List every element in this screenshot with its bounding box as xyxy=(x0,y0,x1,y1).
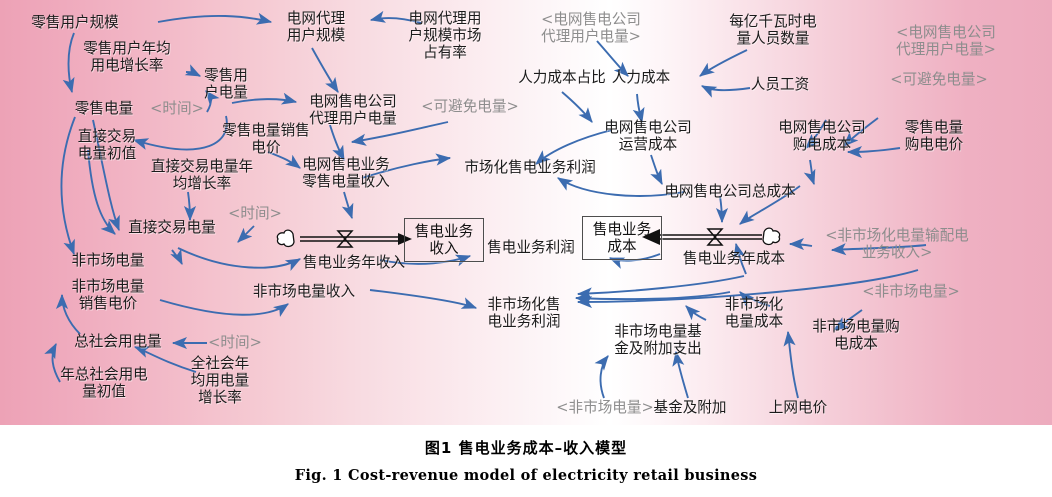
shadow-var-avoidable-electricity-1[interactable]: <可避免电量> xyxy=(421,98,519,115)
var-grid-feed-in-price[interactable]: 上网电价 xyxy=(768,399,828,416)
var-retail-sale-price[interactable]: 零售电量销售 电价 xyxy=(222,122,310,156)
var-retail-user-electricity[interactable]: 零售用 户电量 xyxy=(204,67,248,101)
var-nonmarket-electricity-cost[interactable]: 非市场化 电量成本 xyxy=(724,296,784,330)
stock-revenue[interactable]: 售电业务 收入 xyxy=(404,218,484,262)
diagram-background-panel xyxy=(0,0,1052,425)
var-grid-agent-market-share[interactable]: 电网代理用 户规模市场 占有率 xyxy=(408,10,482,61)
shadow-var-time-1[interactable]: <时间> xyxy=(150,100,204,117)
var-grid-agent-user-scale[interactable]: 电网代理 用户规模 xyxy=(286,10,346,44)
var-society-growth-rate[interactable]: 全社会年 均用电量 增长率 xyxy=(190,355,250,406)
var-grid-retailer-total-cost[interactable]: 电网售电公司总成本 xyxy=(664,183,796,200)
shadow-var-agent-electricity-2[interactable]: <电网售电公司 代理用户电量> xyxy=(896,24,996,58)
var-grid-retailer-purchase-cost[interactable]: 电网售电公司 购电成本 xyxy=(778,119,866,153)
var-grid-retailer-operating-cost[interactable]: 电网售电公司 运营成本 xyxy=(604,119,692,153)
var-retail-purchase-price[interactable]: 零售电量 购电电价 xyxy=(904,119,964,153)
var-grid-retailer-agent-electricity[interactable]: 电网售电公司 代理用户电量 xyxy=(309,93,397,127)
var-direct-trade-initial[interactable]: 直接交易 电量初值 xyxy=(77,128,137,162)
var-direct-trade-growth-rate[interactable]: 直接交易电量年 均增长率 xyxy=(150,158,254,192)
var-retail-user-scale[interactable]: 零售用户规模 xyxy=(31,14,119,31)
shadow-var-time-3[interactable]: <时间> xyxy=(208,334,262,351)
var-direct-trade-electricity[interactable]: 直接交易电量 xyxy=(128,219,216,236)
causal-links xyxy=(44,10,927,399)
var-retail-business-profit[interactable]: 售电业务利润 xyxy=(487,239,575,256)
figure-caption-en: Fig. 1 Cost-revenue model of electricity… xyxy=(294,467,758,484)
var-nonmarket-fund-surcharge-expense[interactable]: 非市场电量基 金及附加支出 xyxy=(614,323,702,357)
shadow-var-nonmarket-electricity-1[interactable]: <非市场电量> xyxy=(862,283,960,300)
var-market-retail-profit[interactable]: 市场化售电业务利润 xyxy=(464,159,596,176)
var-fund-and-surcharge[interactable]: 基金及附加 xyxy=(653,399,727,416)
var-nonmarket-revenue[interactable]: 非市场电量收入 xyxy=(252,283,356,300)
var-grid-retail-revenue[interactable]: 电网售电业务 零售电量收入 xyxy=(302,156,390,190)
figure-caption-cn: 图1 售电业务成本–收入模型 xyxy=(424,439,628,457)
shadow-var-time-2[interactable]: <时间> xyxy=(228,205,282,222)
var-labor-cost-ratio[interactable]: 人力成本占比 xyxy=(518,69,606,86)
var-staff-salary[interactable]: 人员工资 xyxy=(750,76,810,93)
var-retail-electricity[interactable]: 零售电量 xyxy=(74,100,134,117)
var-nonmarket-electricity[interactable]: 非市场电量 xyxy=(71,252,145,269)
shadow-var-agent-electricity-1[interactable]: <电网售电公司 代理用户电量> xyxy=(541,11,641,45)
var-labor-cost[interactable]: 人力成本 xyxy=(611,69,671,86)
flow-label-annual-revenue: 售电业务年收入 xyxy=(302,254,406,271)
stock-cost[interactable]: 售电业务 成本 xyxy=(582,216,662,260)
var-nonmarket-purchase-cost[interactable]: 非市场电量购 电成本 xyxy=(812,318,900,352)
var-staff-per-100m-kwh[interactable]: 每亿千瓦时电 量人员数量 xyxy=(729,13,817,47)
var-total-society-electricity[interactable]: 总社会用电量 xyxy=(74,333,162,350)
flow-pipes xyxy=(276,227,781,248)
shadow-var-nonmarket-transmission-revenue[interactable]: <非市场化电量输配电 业务收入> xyxy=(825,227,969,261)
var-nonmarket-sale-price[interactable]: 非市场电量 销售电价 xyxy=(71,278,145,312)
flow-label-annual-cost: 售电业务年成本 xyxy=(682,250,786,267)
causal-link-layer xyxy=(44,10,927,399)
var-nonmarket-retail-profit[interactable]: 非市场化售 电业务利润 xyxy=(487,296,561,330)
shadow-var-nonmarket-electricity-2[interactable]: <非市场电量> xyxy=(556,399,654,416)
var-retail-user-annual-growth-rate[interactable]: 零售用户年均 用电增长率 xyxy=(83,40,171,74)
var-total-society-initial[interactable]: 年总社会用电 量初值 xyxy=(60,366,148,400)
shadow-var-avoidable-electricity-2[interactable]: <可避免电量> xyxy=(890,71,988,88)
